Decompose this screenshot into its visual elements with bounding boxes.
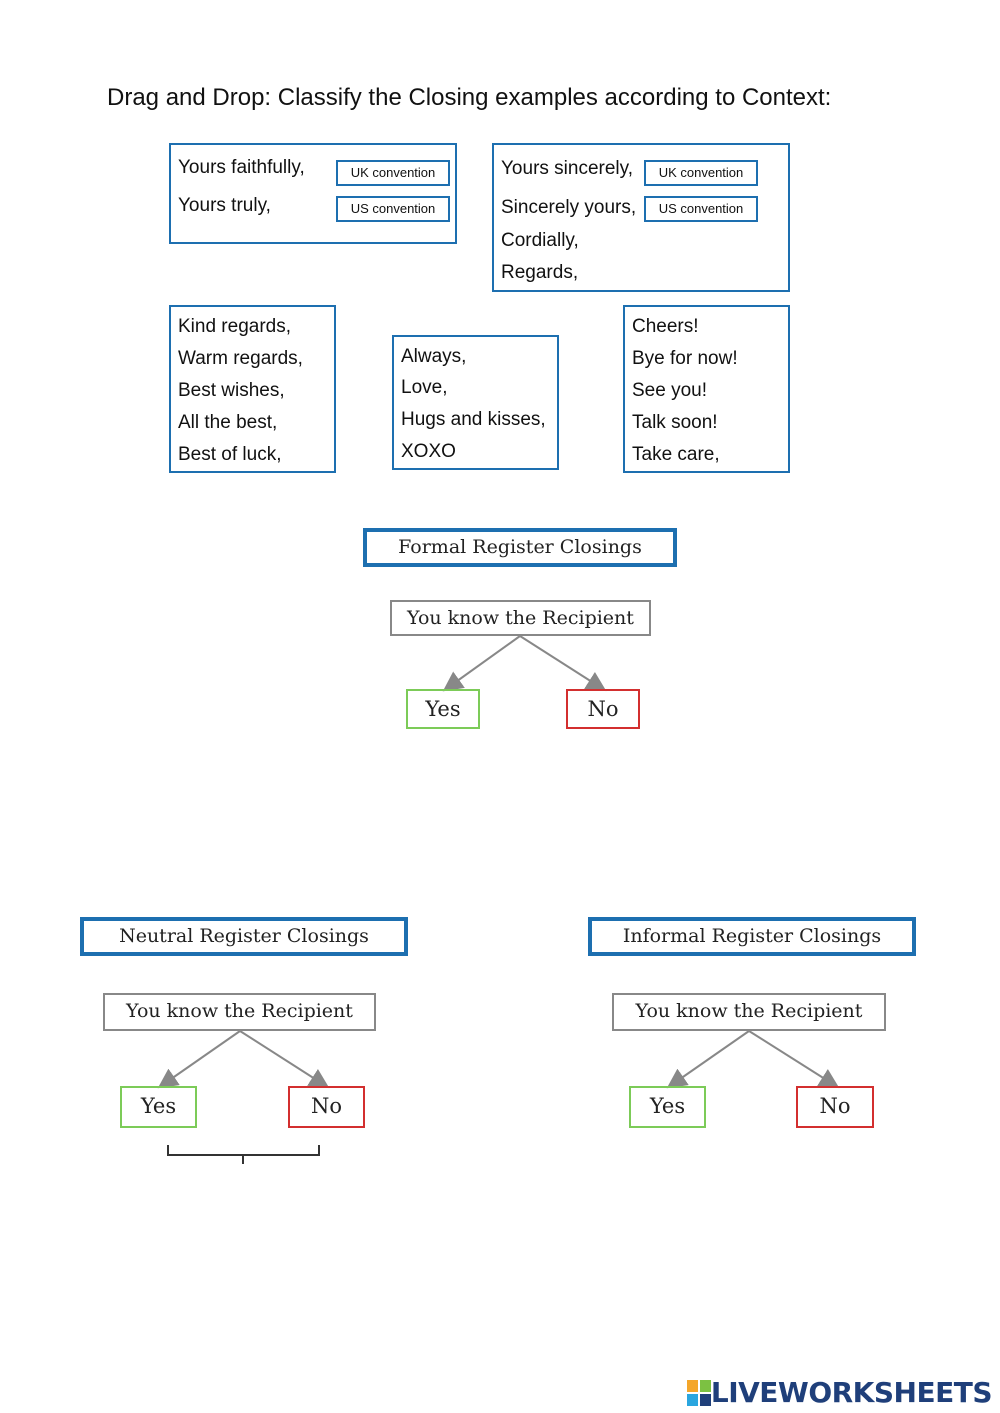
neutral-no-dropzone[interactable]: No bbox=[288, 1086, 365, 1128]
closing-always[interactable]: Always, bbox=[401, 346, 467, 367]
us-convention-label: US convention bbox=[336, 196, 450, 222]
liveworksheets-logo-icon bbox=[686, 1379, 711, 1406]
closing-xoxo[interactable]: XOXO bbox=[401, 441, 456, 462]
closing-best-wishes[interactable]: Best wishes, bbox=[178, 380, 285, 401]
formal-arrow-yes bbox=[442, 635, 521, 692]
closing-warm-regards[interactable]: Warm regards, bbox=[178, 348, 303, 369]
card-cheers[interactable]: Cheers! Bye for now! See you! Talk soon!… bbox=[623, 305, 790, 473]
closing-all-the-best[interactable]: All the best, bbox=[178, 412, 278, 433]
closing-cordially[interactable]: Cordially, bbox=[501, 230, 579, 251]
informal-heading: Informal Register Closings bbox=[588, 917, 916, 956]
neutral-question: You know the Recipient bbox=[103, 993, 376, 1031]
card-regards[interactable]: Kind regards, Warm regards, Best wishes,… bbox=[169, 305, 336, 473]
formal-heading: Formal Register Closings bbox=[363, 528, 677, 567]
closing-best-of-luck[interactable]: Best of luck, bbox=[178, 444, 282, 465]
closing-see-you[interactable]: See you! bbox=[632, 380, 707, 401]
informal-yes-dropzone[interactable]: Yes bbox=[629, 1086, 706, 1128]
informal-arrow-no bbox=[748, 1030, 840, 1089]
card-love[interactable]: Always, Love, Hugs and kisses, XOXO bbox=[392, 335, 559, 470]
closing-yours-sincerely[interactable]: Yours sincerely, bbox=[501, 158, 634, 179]
closing-cheers[interactable]: Cheers! bbox=[632, 316, 699, 337]
neutral-bracket bbox=[167, 1145, 320, 1164]
card-sincerely[interactable]: Yours sincerely, Sincerely yours, Cordia… bbox=[492, 143, 790, 292]
page-title: Drag and Drop: Classify the Closing exam… bbox=[107, 84, 832, 111]
informal-arrow-yes bbox=[666, 1030, 750, 1089]
closing-kind-regards[interactable]: Kind regards, bbox=[178, 316, 292, 337]
formal-no-dropzone[interactable]: No bbox=[566, 689, 640, 729]
logo-wordmark: LIVEWORKSHEETS bbox=[710, 1376, 993, 1409]
formal-yes-dropzone[interactable]: Yes bbox=[406, 689, 480, 729]
neutral-arrow-yes bbox=[157, 1030, 241, 1089]
neutral-arrow-no bbox=[239, 1030, 330, 1089]
closing-regards[interactable]: Regards, bbox=[501, 262, 579, 283]
closing-bye-for-now[interactable]: Bye for now! bbox=[632, 348, 738, 369]
closing-yours-faithfully[interactable]: Yours faithfully, bbox=[178, 157, 305, 178]
closing-talk-soon[interactable]: Talk soon! bbox=[632, 412, 718, 433]
us-convention-label: US convention bbox=[644, 196, 758, 222]
closing-love[interactable]: Love, bbox=[401, 377, 448, 398]
informal-no-dropzone[interactable]: No bbox=[796, 1086, 874, 1128]
closing-hugs-and-kisses[interactable]: Hugs and kisses, bbox=[401, 409, 546, 430]
liveworksheets-logo: LIVEWORKSHEETS bbox=[686, 1376, 993, 1409]
card-faithfully[interactable]: Yours faithfully, Yours truly, UK conven… bbox=[169, 143, 457, 244]
neutral-yes-dropzone[interactable]: Yes bbox=[120, 1086, 197, 1128]
uk-convention-label: UK convention bbox=[644, 160, 758, 186]
uk-convention-label: UK convention bbox=[336, 160, 450, 186]
closing-take-care[interactable]: Take care, bbox=[632, 444, 720, 465]
formal-question: You know the Recipient bbox=[390, 600, 651, 636]
neutral-heading: Neutral Register Closings bbox=[80, 917, 408, 956]
formal-arrow-no bbox=[519, 635, 607, 692]
closing-sincerely-yours[interactable]: Sincerely yours, bbox=[501, 197, 637, 218]
closing-yours-truly[interactable]: Yours truly, bbox=[178, 195, 271, 216]
informal-question: You know the Recipient bbox=[612, 993, 886, 1031]
